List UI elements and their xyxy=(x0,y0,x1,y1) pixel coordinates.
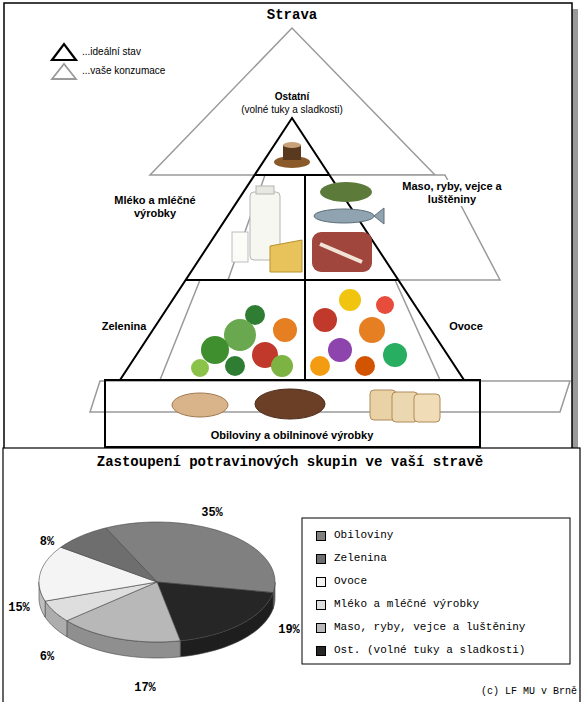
ideal-pyramid xyxy=(120,118,464,380)
consumption-pyramid xyxy=(160,280,305,380)
pie-chart xyxy=(39,522,275,658)
pie-slice xyxy=(61,528,157,582)
ideal-pyramid xyxy=(105,380,480,447)
group-name: Ovoce xyxy=(449,320,483,333)
food-group-label: Zelenina xyxy=(102,320,147,333)
vegetable-picture xyxy=(224,319,256,351)
group-name: (volné tuky a sladkosti) xyxy=(236,103,348,116)
group-name: Mléko a mléčné výrobky xyxy=(105,194,205,220)
dairy-picture xyxy=(256,186,274,194)
percent-label: 8% xyxy=(40,535,54,549)
legend-triangle-symbol xyxy=(52,64,76,79)
legend-triangle-symbol xyxy=(52,44,76,79)
diagram-title: Strava xyxy=(267,7,317,24)
fruit-picture xyxy=(383,343,407,367)
copyright-note: (c) LF MU v Brně xyxy=(481,686,577,698)
fruit-picture xyxy=(359,317,385,343)
fruit-picture xyxy=(376,296,394,314)
legend-text: Ovoce xyxy=(334,575,367,588)
legend-swatch xyxy=(316,646,326,656)
legend-box xyxy=(302,518,570,664)
legend-swatch xyxy=(316,600,326,610)
food-group-label: Ovoce xyxy=(449,320,483,333)
food-group-label: Mléko a mléčné výrobky xyxy=(105,194,205,220)
group-name: Maso, ryby, vejce a luštěniny xyxy=(388,180,516,206)
consumption-pyramid xyxy=(228,175,305,280)
fruit-picture xyxy=(313,308,337,332)
chart-title: Zastoupení potravinových skupin ve vaší … xyxy=(97,454,483,471)
legend-text: ...ideální stav xyxy=(82,46,141,58)
food-group-label: Obiloviny a obilninové výrobky xyxy=(211,429,374,442)
legend-swatch xyxy=(316,531,326,541)
legend-text: Mléko a mléčné výrobky xyxy=(334,598,479,611)
group-name: Obiloviny a obilninové výrobky xyxy=(211,429,374,442)
fruit-picture xyxy=(339,289,361,311)
legend-text: Zelenina xyxy=(334,552,387,565)
bread-picture xyxy=(255,389,325,419)
sweets-picture xyxy=(283,142,301,148)
vegetable-picture xyxy=(201,336,229,364)
bread-picture xyxy=(172,389,440,422)
legend-swatch xyxy=(316,623,326,633)
food-group-label: Maso, ryby, vejce a luštěniny xyxy=(388,180,516,206)
consumption-pyramid xyxy=(90,28,570,412)
group-name: Zelenina xyxy=(102,320,147,333)
percent-label: 6% xyxy=(40,650,54,664)
legend-swatch xyxy=(316,577,326,587)
fruit-picture xyxy=(328,338,352,362)
consumption-pyramid xyxy=(305,280,440,380)
panel-frame xyxy=(3,3,580,702)
dairy-picture xyxy=(232,186,302,272)
sweets-picture xyxy=(274,142,310,168)
vegetable-picture xyxy=(271,355,293,377)
percent-label: 35% xyxy=(201,506,223,520)
meat-picture xyxy=(320,182,372,202)
vegetable-picture xyxy=(191,305,297,377)
ideal-pyramid xyxy=(186,279,399,281)
percent-label: 19% xyxy=(278,623,300,637)
legend-text: Maso, ryby, vejce a luštěniny xyxy=(334,621,525,634)
legend-text: ...vaše konzumace xyxy=(82,65,165,77)
meat-picture xyxy=(320,244,362,262)
legend-text: Obiloviny xyxy=(334,529,393,542)
panel-frame xyxy=(4,3,572,449)
meat-picture xyxy=(314,209,374,223)
legend-text: Ost. (volné tuky a sladkosti) xyxy=(334,644,525,657)
fruit-picture xyxy=(310,356,330,376)
ideal-pyramid xyxy=(255,174,330,176)
food-group-label: Ostatní(volné tuky a sladkosti) xyxy=(236,90,348,116)
meat-picture xyxy=(312,232,372,272)
group-name: Ostatní xyxy=(236,90,348,103)
vegetable-picture xyxy=(273,318,297,342)
fruit-picture xyxy=(310,289,407,376)
fruit-picture xyxy=(355,356,375,376)
legend-triangle-symbol xyxy=(52,44,76,60)
percent-label: 17% xyxy=(134,681,156,695)
dairy-picture xyxy=(270,240,302,272)
dairy-picture xyxy=(232,232,248,262)
ideal-pyramid xyxy=(105,118,480,447)
panel-frame xyxy=(3,448,580,702)
percent-label: 15% xyxy=(8,601,30,615)
meat-picture xyxy=(374,208,384,224)
legend-box xyxy=(302,518,570,664)
consumption-pyramid xyxy=(150,28,435,175)
legend-swatch xyxy=(316,554,326,564)
meat-picture xyxy=(312,182,384,272)
vegetable-picture xyxy=(225,356,245,376)
ideal-pyramid xyxy=(304,175,306,380)
consumption-pyramid xyxy=(90,381,570,412)
vegetable-picture xyxy=(191,359,209,377)
bread-picture xyxy=(172,393,228,417)
bread-picture xyxy=(414,394,440,422)
